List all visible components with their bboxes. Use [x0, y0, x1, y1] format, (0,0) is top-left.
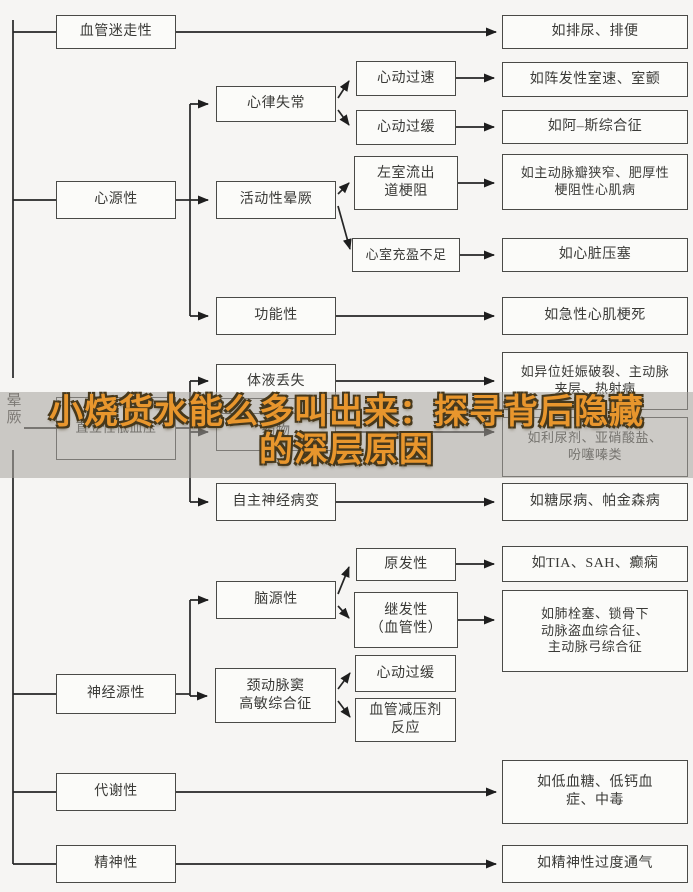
node-secondary-vascular: 继发性 （血管性） [354, 592, 458, 648]
node-autonomic-examples: 如糖尿病、帕金森病 [502, 483, 688, 521]
node-functional: 功能性 [216, 297, 336, 335]
node-arrhythmia: 心律失常 [216, 86, 336, 122]
fan-arrhythmia-brady [337, 109, 350, 126]
node-brady-examples: 如阿–斯综合征 [502, 110, 688, 144]
node-lvot-obstruction: 左室流出 道梗阻 [354, 156, 458, 210]
fan-carotid-brady2 [337, 672, 351, 690]
node-bradycardia: 心动过缓 [356, 110, 456, 145]
watermark-band [0, 392, 693, 478]
node-vagal: 血管迷走性 [56, 15, 176, 49]
node-psychiatric: 精神性 [56, 845, 176, 883]
node-bradycardia-2: 心动过缓 [355, 655, 456, 692]
fan-carotid-vasodepressor [337, 700, 351, 718]
fan-active-filling [337, 205, 352, 250]
node-cerebral: 脑源性 [216, 581, 336, 619]
node-tachycardia: 心动过速 [356, 61, 456, 96]
fan-cerebral-primary [337, 566, 350, 595]
node-functional-examples: 如急性心肌梗死 [502, 297, 688, 335]
fan-cerebral-secondary [337, 605, 350, 619]
node-cardiac: 心源性 [56, 181, 176, 219]
node-vagal-examples: 如排尿、排便 [502, 15, 688, 49]
node-active-syncope: 活动性晕厥 [216, 181, 336, 219]
node-lvot-examples: 如主动脉瓣狭窄、肥厚性 梗阻性心肌病 [502, 154, 688, 210]
node-ventricular-filling: 心室充盈不足 [352, 238, 460, 272]
fan-arrhythmia-tachy [337, 80, 350, 99]
node-tachy-examples: 如阵发性室速、室颤 [502, 62, 688, 97]
fan-active-lvot [337, 182, 350, 195]
node-primary-examples: 如TIA、SAH、癫痫 [502, 546, 688, 582]
node-primary: 原发性 [356, 548, 456, 581]
node-vasodepressor-reaction: 血管减压剂 反应 [355, 698, 456, 742]
watermark-line-1: 小烧货水能么多叫出来：探寻背后隐藏 [49, 393, 644, 431]
node-autonomic-neuropathy: 自主神经病变 [216, 483, 336, 521]
watermark-text: 小烧货水能么多叫出来：探寻背后隐藏 的深层原因 [0, 393, 693, 469]
node-secondary-examples: 如肺栓塞、锁骨下 动脉盗血综合征、 主动脉弓综合征 [502, 590, 688, 672]
node-neurogenic: 神经源性 [56, 674, 176, 714]
node-psychiatric-examples: 如精神性过度通气 [502, 845, 688, 883]
node-metabolic: 代谢性 [56, 773, 176, 811]
watermark-line-2: 的深层原因 [259, 431, 434, 469]
node-filling-examples: 如心脏压塞 [502, 238, 688, 272]
node-carotid-sinus: 颈动脉窦 高敏综合征 [215, 668, 336, 723]
node-metabolic-examples: 如低血糖、低钙血 症、中毒 [502, 760, 688, 824]
